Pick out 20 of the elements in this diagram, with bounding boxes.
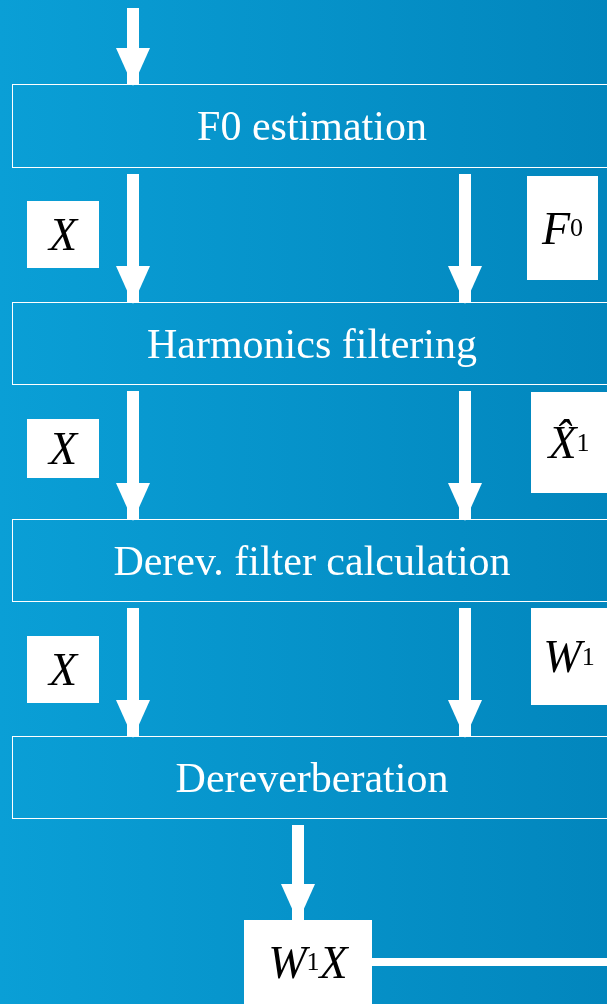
arrow bbox=[116, 391, 150, 521]
process-box bbox=[12, 302, 607, 385]
arrow bbox=[116, 608, 150, 738]
line bbox=[372, 958, 607, 966]
process-box bbox=[12, 519, 607, 602]
arrow bbox=[448, 391, 482, 521]
box-label: Dereverberation bbox=[175, 753, 449, 802]
edge-label: X bbox=[27, 201, 99, 268]
arrow bbox=[116, 8, 150, 86]
arrow bbox=[116, 174, 150, 304]
process-box bbox=[12, 84, 607, 168]
arrow bbox=[448, 174, 482, 304]
edge-label: X bbox=[27, 419, 99, 478]
arrow bbox=[448, 608, 482, 738]
edge-label: X bbox=[27, 636, 99, 703]
process-box bbox=[12, 736, 607, 819]
box-label: Derev. filter calculation bbox=[113, 536, 511, 585]
arrow bbox=[281, 825, 315, 922]
box-label: Harmonics filtering bbox=[146, 319, 478, 368]
box-label: F0 estimation bbox=[197, 102, 427, 150]
